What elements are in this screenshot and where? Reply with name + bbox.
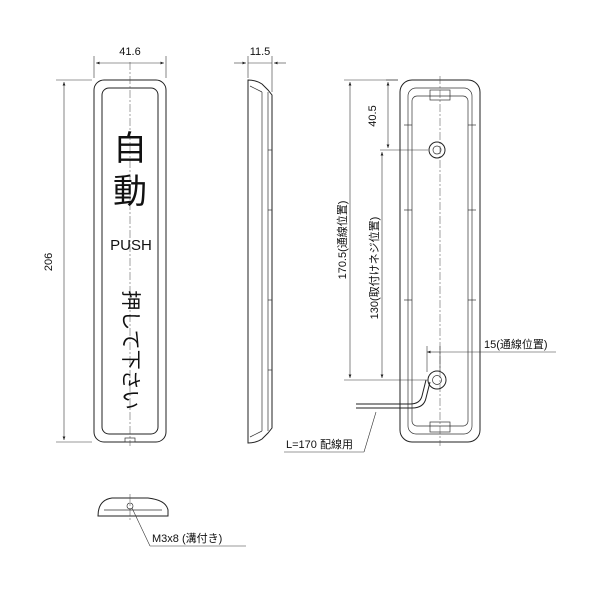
side-view: 11.5 <box>234 46 286 444</box>
bottom-view: M3x8 (溝付き) <box>97 494 246 547</box>
side-bottom-bevel <box>249 430 263 438</box>
side-body-outline <box>247 79 273 444</box>
back-ribs <box>404 124 476 301</box>
upper-screw-boss <box>428 141 446 159</box>
dim-screw-label: 130(取付けネジ位置) <box>367 217 381 320</box>
height-label: 206 <box>43 253 55 271</box>
depth-label: 11.5 <box>250 46 271 58</box>
screw-leader <box>131 507 151 547</box>
lower-screw-hole <box>432 375 442 385</box>
front-view: 41.6 206 自 動 PUSH 押して下さい <box>43 46 167 446</box>
kanji-do: 動 <box>113 172 147 212</box>
bottom-body-outline <box>97 497 169 517</box>
dim-offset-label: 15(通線位置) <box>484 337 548 351</box>
push-label: PUSH <box>110 237 152 254</box>
cable-label: L=170 配線用 <box>286 437 353 451</box>
side-top-bevel <box>249 85 263 93</box>
dim-wiring-label: 170.5(通線位置) <box>335 201 349 280</box>
cable-2 <box>356 381 431 409</box>
kanji-ji: 自 <box>113 129 147 169</box>
front-bottom-notch <box>124 437 136 443</box>
upper-screw-hole <box>432 145 442 155</box>
lower-screw-boss <box>427 370 447 390</box>
dim-top-label: 40.5 <box>367 105 379 126</box>
cable-1 <box>356 379 427 405</box>
push-text-jp: 押して下さい <box>119 290 143 409</box>
width-label: 41.6 <box>119 46 140 58</box>
back-view: 40.5 170.5(通線位置) 130(取付けネジ位置) 15(通線位置) L… <box>284 76 556 453</box>
screw-label: M3x8 (溝付き) <box>152 532 222 545</box>
cable-leader <box>363 411 377 453</box>
